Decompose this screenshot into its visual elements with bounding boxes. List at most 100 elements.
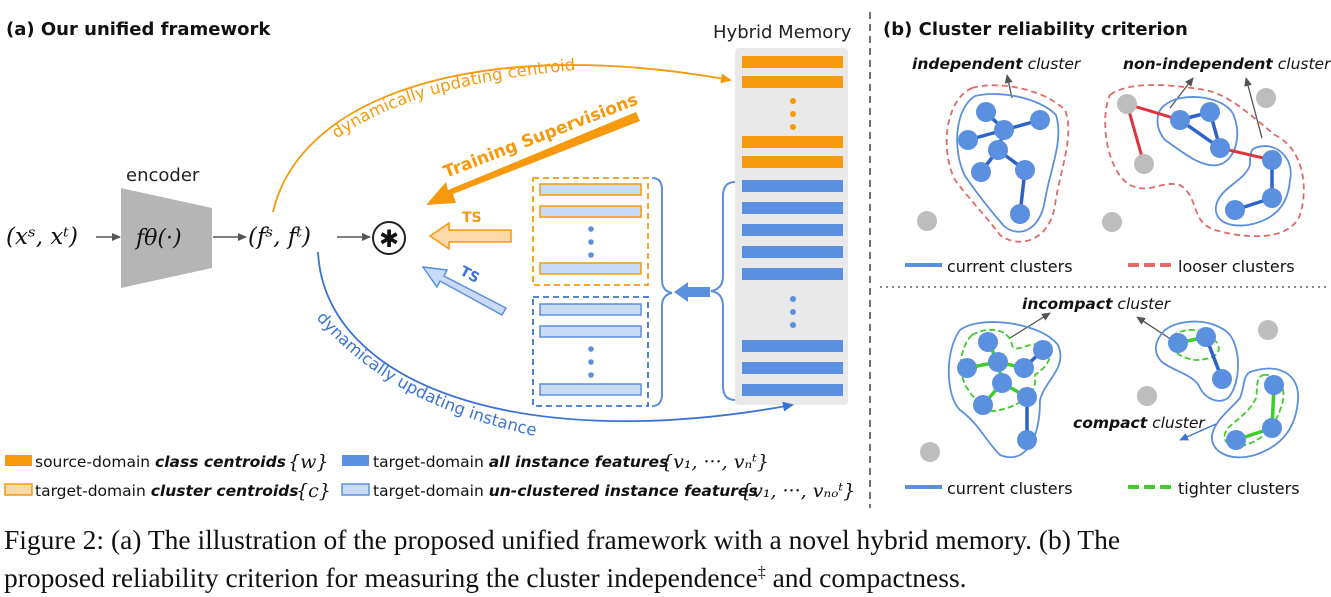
legend-item1-prefix: source-domain	[35, 453, 155, 471]
nonindependent-current-outline-1	[1156, 96, 1239, 167]
legend-item3-prefix: target-domain	[373, 453, 489, 471]
nonindependent-rest: cluster	[1273, 55, 1331, 73]
compact-current-outline-2	[1211, 367, 1299, 459]
legend-looser-label: looser clusters	[1178, 257, 1295, 276]
svg-text:incompact cluster: incompact cluster	[1022, 295, 1172, 313]
memory-ellipsis-blue	[790, 296, 796, 328]
legend-swatch-all-instances	[342, 455, 369, 466]
curve-updating-centroid	[272, 64, 732, 213]
legend-item3-math: {v₁, ···, vₙᵗ}	[661, 451, 769, 473]
nonindependent-cluster	[1102, 84, 1305, 238]
independent-rest: cluster	[1023, 55, 1082, 73]
memory-target-bar	[742, 180, 843, 192]
memory-brace	[710, 181, 736, 401]
memory-to-cluster-arrow	[674, 282, 710, 302]
legend-item2-prefix: target-domain	[35, 482, 151, 500]
memory-target-bar	[742, 362, 843, 374]
feature-formula: (fˢ, fᵗ)	[248, 224, 311, 250]
svg-text:source-domain class centroids: source-domain class centroids	[35, 453, 286, 471]
svg-text:non-independent cluster: non-independent cluster	[1123, 55, 1331, 73]
svg-text:target-domain un-clustered ins: target-domain un-clustered instance feat…	[373, 482, 758, 500]
independent-looser-outline	[945, 84, 1070, 243]
figure-caption: Figure 2: (a) The illustration of the pr…	[4, 523, 1324, 594]
svg-text:independent cluster: independent cluster	[912, 55, 1082, 73]
compact-current-outline-1	[1155, 320, 1239, 402]
encoder-shape	[121, 188, 212, 288]
compact-cluster	[1137, 320, 1299, 459]
caption-line-2: proposed reliability criterion for measu…	[4, 556, 1324, 594]
independent-pointer	[1004, 74, 1013, 99]
nonindependent-emph: non-independent	[1123, 55, 1273, 73]
legend-item3-emph: all instance features	[489, 453, 669, 471]
legend-item2-emph: cluster centroids	[151, 482, 299, 500]
panel-a-title: (a) Our unified framework	[6, 19, 271, 40]
compact-context-pointer	[1136, 316, 1173, 341]
legend-current-label-2: current clusters	[947, 479, 1073, 498]
hybrid-memory-label: Hybrid Memory	[713, 22, 852, 43]
legend-item4-prefix: target-domain	[373, 482, 489, 500]
nonindependent-current-outline-2	[1215, 145, 1292, 227]
memory-target-bar	[742, 268, 843, 280]
memory-target-bar	[742, 340, 843, 352]
caption-line-1: Figure 2: (a) The illustration of the pr…	[4, 524, 1121, 555]
compact-rest: cluster	[1147, 414, 1206, 432]
memory-source-bar	[742, 136, 843, 148]
operator-symbol: ✱	[379, 225, 399, 253]
legend-current-label-1: current clusters	[947, 257, 1073, 276]
memory-target-bar	[742, 224, 843, 236]
unclustered-instance-bar	[539, 325, 642, 338]
cluster-brace	[651, 177, 673, 407]
legend-swatch-unclustered	[341, 483, 370, 496]
incompact-rest: cluster	[1113, 295, 1172, 313]
independent-current-outline	[956, 93, 1060, 233]
nonindependent-looser-outline	[1104, 84, 1305, 238]
memory-source-bar	[742, 76, 843, 88]
unclustered-instance-bar	[539, 383, 642, 396]
cluster-centroid-bars	[539, 183, 642, 275]
cluster-centroid-bar	[539, 262, 642, 275]
legend-item4-math: {v₁, ···, vₙₒᵗ}	[740, 480, 855, 502]
cluster-centroids-box	[532, 177, 649, 286]
nonindependent-pointer-2	[1244, 77, 1263, 139]
legend-swatch-source-centroids	[5, 455, 32, 466]
unclustered-instance-bar	[539, 303, 642, 316]
memory-source-bar	[742, 156, 843, 168]
unclustered-ellipsis	[588, 346, 594, 378]
curve-updating-instance	[317, 251, 794, 422]
ts-label-blue: TS	[457, 263, 482, 286]
operator-circle	[372, 221, 406, 255]
legend-item1-emph: class centroids	[155, 453, 286, 471]
cluster-centroid-bar	[539, 183, 642, 196]
independent-emph: independent	[912, 55, 1023, 73]
compact-emph: compact	[1073, 414, 1148, 432]
ts-arrow-blue	[421, 266, 508, 317]
training-supervisions-label: Training Supervisions	[441, 90, 641, 183]
incompact-tighter-outline	[960, 328, 1052, 412]
outlier-dot	[1137, 386, 1157, 406]
legend-a: source-domain class centroids {w} target…	[4, 451, 855, 502]
unclustered-instance-bars	[539, 303, 642, 396]
ts-label-orange: TS	[462, 210, 482, 226]
legend-item2-math: {c}	[296, 480, 331, 502]
panel-b-title: (b) Cluster reliability criterion	[883, 19, 1188, 40]
outlier-dot	[920, 442, 940, 462]
cluster-centroid-ellipsis	[588, 226, 594, 258]
training-supervisions-arrow	[426, 112, 640, 205]
svg-text:target-domain all instance fea: target-domain all instance features	[373, 453, 668, 471]
memory-source-bar	[742, 56, 843, 68]
legend-swatch-cluster-centroids	[4, 483, 33, 496]
encoder-label: encoder	[126, 165, 200, 186]
svg-text:compact cluster: compact cluster	[1073, 414, 1206, 432]
input-formula: (xˢ, xᵗ)	[6, 224, 78, 250]
caption-line-2a: proposed reliability criterion for measu…	[4, 562, 758, 594]
incompact-cluster	[920, 321, 1062, 462]
independent-cluster	[917, 84, 1070, 243]
outlier-dot	[1258, 320, 1278, 340]
ts-arrow-orange	[428, 221, 512, 251]
legend-item4-emph: un-clustered instance features	[489, 482, 758, 500]
memory-target-bar	[742, 384, 843, 396]
caption-line-2b: and compactness.	[765, 562, 967, 594]
legend-item1-math: {w}	[288, 451, 328, 473]
memory-target-bar	[742, 246, 843, 258]
